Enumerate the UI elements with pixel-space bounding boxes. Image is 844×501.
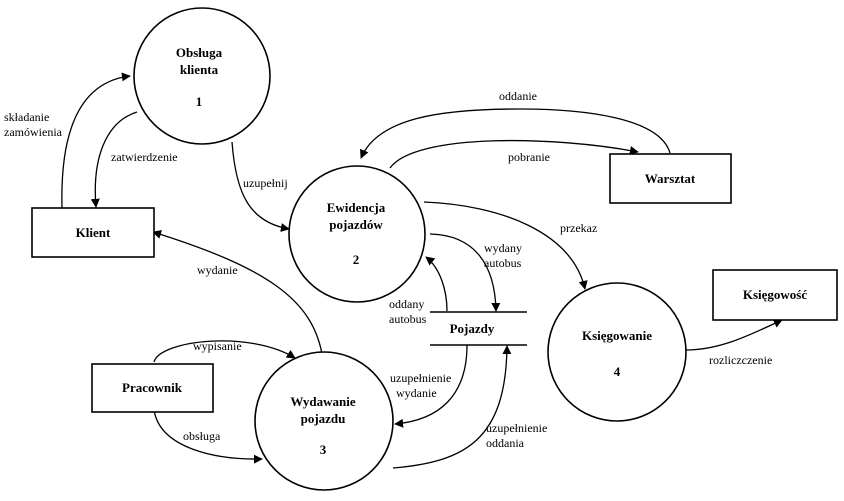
label-oddanie: oddanie [499, 89, 537, 103]
flow-przekaz [423, 201, 588, 290]
data-store-pojazdy-label: Pojazdy [450, 321, 495, 336]
flow-zatwierdzenie [90, 111, 138, 208]
label-uzupelnienie-wydanie-line2: wydanie [396, 386, 437, 400]
flow-uzupelnij [231, 141, 290, 232]
entity-pracownik-label: Pracownik [122, 380, 183, 395]
process-4-title: Księgowanie [582, 328, 652, 343]
label-skladanie-line2: zamówienia [4, 125, 63, 139]
entity-warsztat-label: Warsztat [645, 171, 696, 186]
entity-ksiegowosc-label: Księgowość [743, 287, 808, 302]
label-wypisanie: wypisanie [193, 339, 242, 353]
process-3-title-line2: pojazdu [301, 411, 346, 426]
process-2-number: 2 [353, 252, 360, 267]
label-uzupelnienie-wydanie-line1: uzupełnienie [390, 371, 451, 385]
flow-rozliczczenie [685, 319, 783, 351]
label-wydanie: wydanie [197, 263, 238, 277]
flow-oddany-autobus [425, 256, 448, 312]
label-pobranie: pobranie [508, 150, 550, 164]
entity-klient-label: Klient [76, 225, 111, 240]
label-wydany-line2: autobus [484, 256, 522, 270]
flow-wydanie [152, 230, 323, 355]
label-oddany-line2: autobus [389, 312, 427, 326]
flow-pobranie [389, 139, 639, 169]
flow-uzupelnienie-oddania [392, 345, 512, 469]
process-ewidencja-pojazdow: Ewidencja pojazdów 2 [288, 165, 426, 303]
label-wydany-line1: wydany [484, 241, 522, 255]
flow-oddanie [360, 108, 671, 159]
entity-pracownik: Pracownik [91, 363, 214, 413]
label-oddany-line1: oddany [389, 297, 424, 311]
process-2-title-line1: Ewidencja [327, 200, 386, 215]
label-uzupelnienie-oddania-line1: uzupełnienie [486, 421, 547, 435]
flow-skladanie-zamowienia [61, 72, 131, 209]
flow-obsluga [153, 409, 263, 464]
process-ksiegowanie: Księgowanie 4 [547, 282, 687, 422]
process-3-number: 3 [320, 442, 327, 457]
process-4-number: 4 [614, 364, 621, 379]
label-uzupelnienie-oddania-line2: oddania [486, 436, 525, 450]
flow-wypisanie [153, 340, 296, 363]
label-zatwierdzenie: zatwierdzenie [111, 150, 178, 164]
process-1-number: 1 [196, 94, 203, 109]
data-store-pojazdy: Pojazdy [430, 311, 527, 346]
process-1-title-line2: klienta [180, 62, 219, 77]
entity-klient: Klient [31, 207, 155, 258]
label-uzupelnij: uzupełnij [243, 176, 288, 190]
process-2-title-line2: pojazdów [329, 217, 383, 232]
flow-uzupelnienie-wydanie [394, 344, 468, 428]
label-obsluga: obsługa [183, 429, 221, 443]
process-obsluga-klienta: Obsługa klienta 1 [133, 7, 271, 145]
label-rozliczczenie: rozliczczenie [709, 353, 772, 367]
process-1-title-line1: Obsługa [176, 45, 223, 60]
entity-warsztat: Warsztat [609, 153, 732, 204]
process-3-title-line1: Wydawanie [290, 394, 355, 409]
label-przekaz: przekaz [560, 221, 597, 235]
flow-wydany-autobus [429, 233, 501, 312]
process-wydawanie-pojazdu: Wydawanie pojazdu 3 [254, 351, 394, 491]
entity-ksiegowosc: Księgowość [712, 269, 838, 321]
label-skladanie-line1: składanie [4, 110, 49, 124]
